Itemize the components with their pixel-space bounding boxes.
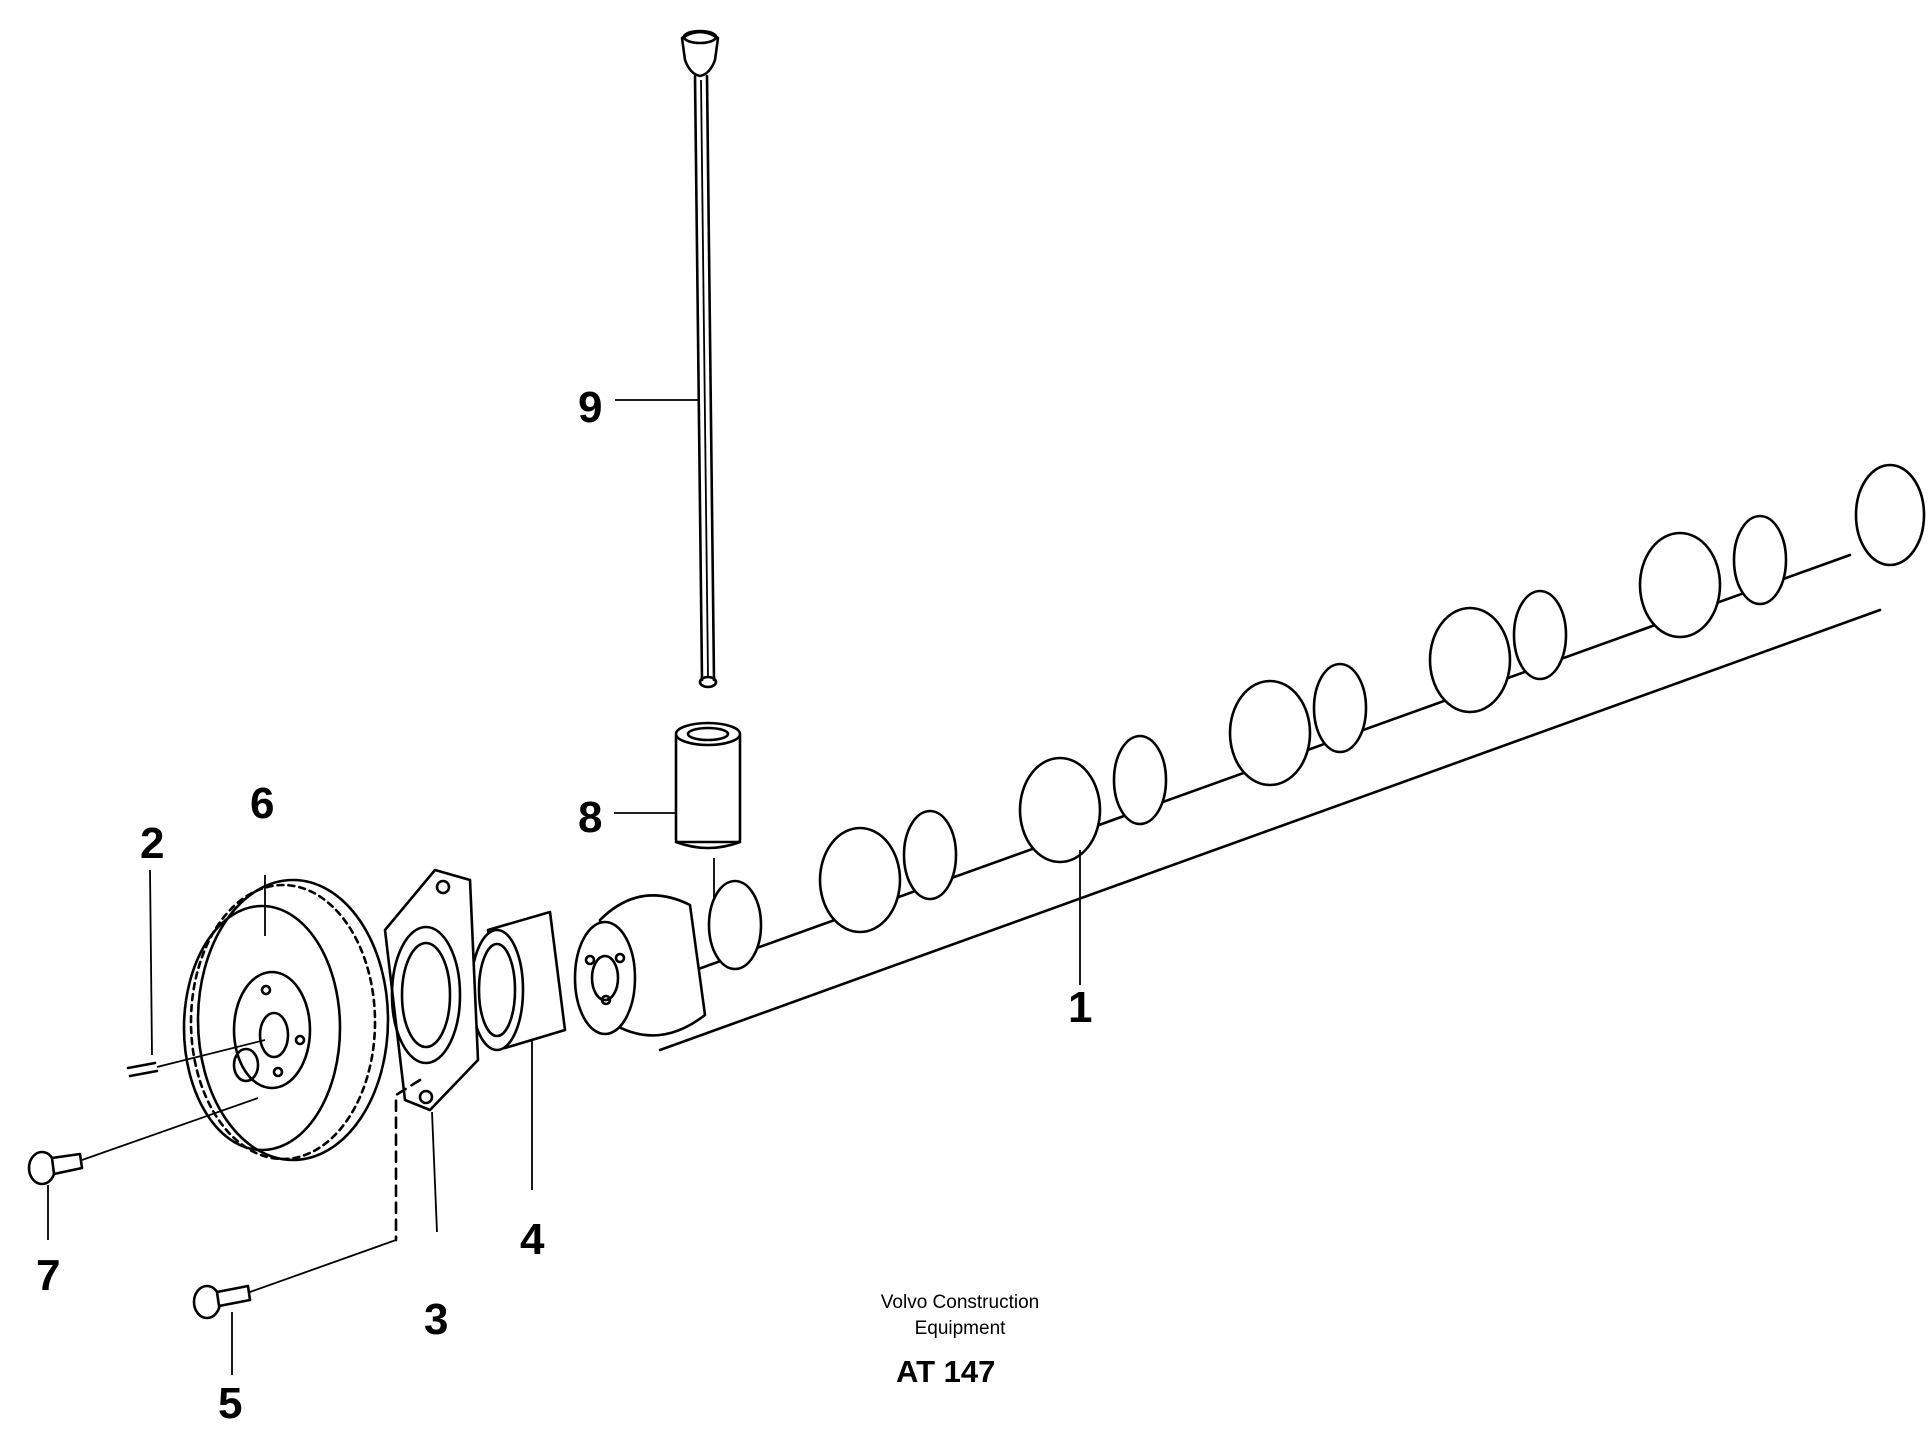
thrust-flange-illustration <box>383 868 480 1242</box>
callout-1: 1 <box>1068 983 1093 1032</box>
bolt-7-illustration <box>27 1097 259 1240</box>
publisher-caption: Volvo Construction Equipment <box>840 1290 1080 1342</box>
callout-3: 3 <box>424 1295 449 1344</box>
callout-5: 5 <box>218 1379 243 1428</box>
callout-6: 6 <box>250 779 275 828</box>
callout-9: 9 <box>578 383 603 432</box>
bushing-illustration <box>469 910 567 1190</box>
tappet-illustration <box>674 721 742 910</box>
bolt-5-illustration <box>192 1239 397 1375</box>
company-name-line-1: Volvo Construction <box>880 1292 1040 1313</box>
pin-illustration <box>126 869 266 1078</box>
drawing-code: AT 147 <box>896 1354 996 1389</box>
callout-2: 2 <box>140 819 165 868</box>
camshaft-illustration <box>573 463 1926 1052</box>
camshaft-gear-illustration <box>182 875 390 1162</box>
callout-4: 4 <box>520 1215 545 1264</box>
company-name-line-2: Equipment <box>914 1318 1006 1339</box>
callout-7: 7 <box>36 1251 61 1300</box>
push-rod-illustration <box>680 29 720 689</box>
callout-8: 8 <box>578 793 603 842</box>
